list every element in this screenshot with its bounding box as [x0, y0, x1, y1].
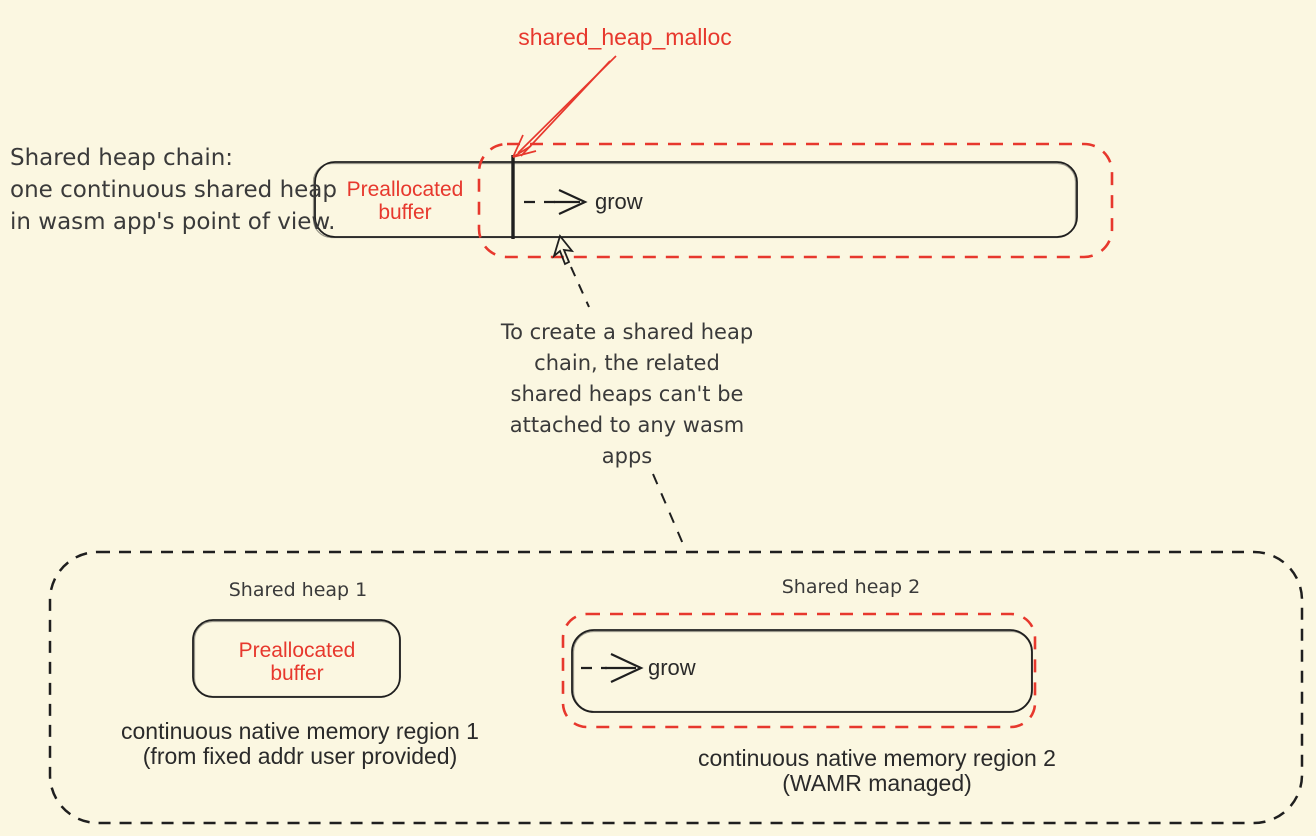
create-note-line: chain, the related	[534, 351, 720, 375]
grow-arrow-top	[524, 189, 588, 215]
chain-note: Shared heap chain: one continuous shared…	[10, 142, 350, 238]
shared-heap-2-label: Shared heap 2	[781, 576, 921, 598]
region-2-caption: continuous native memory region 2 (WAMR …	[687, 746, 1067, 796]
shared-heaps-group-outline	[48, 550, 1304, 825]
preallocated-buffer-box	[192, 619, 401, 698]
cursor-dashed-connector	[570, 266, 590, 308]
chain-note-line: Shared heap chain:	[10, 145, 234, 171]
preallocated-buffer-label-top: Preallocated buffer	[330, 178, 480, 224]
heap-2-red-dashed-outline	[561, 612, 1037, 729]
create-note-line: shared heaps can't be	[510, 382, 744, 406]
cursor-icon	[552, 234, 575, 266]
region-caption-line: (WAMR managed)	[782, 770, 972, 796]
grow-label-top: grow	[595, 189, 643, 214]
create-note: To create a shared heap chain, the relat…	[477, 317, 777, 472]
create-note-line: apps	[601, 444, 653, 468]
malloc-label: shared_heap_malloc	[518, 24, 732, 50]
chain-note-line: in wasm app's point of view.	[10, 209, 336, 235]
grow-arrow-bottom	[581, 653, 644, 683]
shared-heap-1-label: Shared heap 1	[228, 579, 368, 601]
preallocated-buffer-label-bottom: Preallocated buffer	[222, 639, 372, 685]
preallocated-buffer-line: buffer	[270, 662, 324, 685]
malloc-arrow	[512, 55, 617, 158]
create-note-line: attached to any wasm	[509, 413, 745, 437]
shared-heap-chain-box	[312, 161, 1078, 239]
preallocated-buffer-line: Preallocated	[346, 178, 464, 201]
chain-red-dashed-outline	[477, 142, 1114, 259]
region-caption-line: (from fixed addr user provided)	[142, 743, 458, 769]
preallocated-buffer-line: Preallocated	[238, 639, 356, 662]
grow-label-bottom: grow	[648, 655, 696, 680]
create-note-line: To create a shared heap	[500, 320, 754, 344]
note-to-group-connector	[652, 473, 687, 552]
heap-2-box	[571, 629, 1033, 713]
chain-note-line: one continuous shared heap	[10, 177, 337, 203]
region-1-caption: continuous native memory region 1 (from …	[110, 719, 490, 769]
region-caption-line: continuous native memory region 2	[698, 745, 1056, 771]
preallocated-buffer-line: buffer	[378, 201, 432, 224]
region-caption-line: continuous native memory region 1	[121, 718, 479, 744]
